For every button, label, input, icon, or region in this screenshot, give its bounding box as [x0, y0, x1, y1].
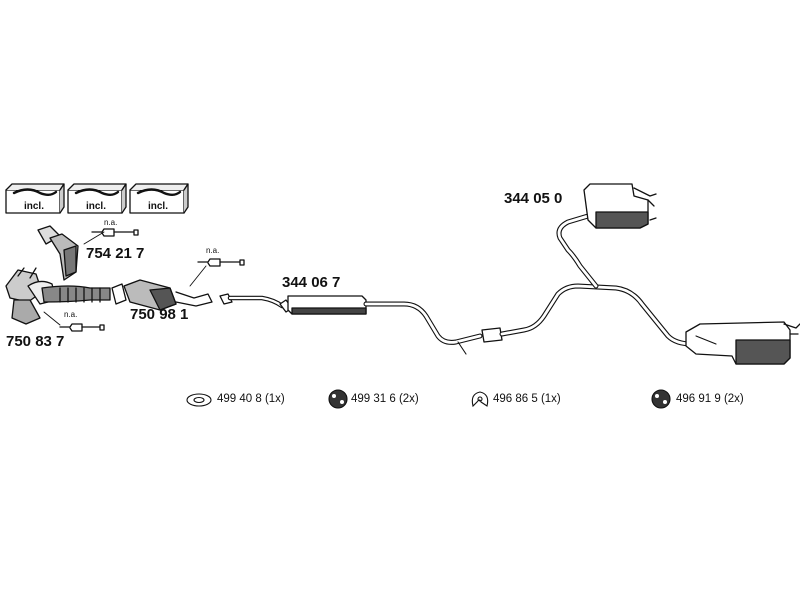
kit-label-2: incl. — [85, 201, 106, 212]
na-note-1: n.a. — [104, 218, 118, 227]
legend-item-4: 496 91 9 (2x) — [676, 393, 744, 405]
kit-label-3: incl. — [147, 201, 168, 212]
front-silencer-pipe — [219, 293, 293, 313]
oxygen-sensor-1 — [83, 228, 139, 245]
branch-pipe — [556, 213, 599, 289]
front-silencer — [287, 295, 367, 315]
kit-box-3 — [129, 183, 189, 214]
legend-code-3: 496 86 5 (1x) — [493, 393, 561, 405]
rubber-mount-icon-2 — [651, 389, 671, 409]
middle-pipe — [363, 283, 719, 355]
kit-box-1 — [5, 183, 65, 214]
catalytic-converter-main — [111, 279, 213, 311]
part-number-750837: 750 83 7 — [6, 333, 65, 350]
legend-code-4: 496 91 9 (2x) — [676, 393, 744, 405]
legend-item-1: 499 40 8 (1x) — [217, 393, 285, 405]
hanger-loop-icon-1 — [471, 391, 489, 408]
front-pipe — [41, 285, 111, 303]
legend-code-1: 499 40 8 (1x) — [217, 393, 285, 405]
kit-box-1: incl. — [6, 184, 62, 214]
kit-box-2 — [67, 183, 127, 214]
catalytic-converter-upper — [37, 225, 79, 281]
part-number-344067: 344 06 7 — [282, 274, 341, 291]
lower-rear-silencer — [685, 321, 800, 365]
oxygen-sensor-3 — [43, 311, 105, 332]
gasket-ring-icon-1 — [186, 393, 212, 407]
upper-rear-silencer — [583, 183, 657, 229]
kit-box-2: incl. — [68, 184, 124, 214]
part-number-750981: 750 98 1 — [130, 306, 189, 323]
rubber-mount-icon-1 — [328, 389, 348, 409]
legend-item-2: 499 31 6 (2x) — [351, 393, 419, 405]
legend-code-2: 499 31 6 (2x) — [351, 393, 419, 405]
oxygen-sensor-2 — [189, 258, 245, 287]
na-note-2: n.a. — [206, 246, 220, 255]
kit-label-1: incl. — [23, 201, 44, 212]
part-number-754217: 754 21 7 — [86, 245, 145, 262]
kit-box-3: incl. — [130, 184, 186, 214]
part-number-344050: 344 05 0 — [504, 190, 563, 207]
na-note-3: n.a. — [64, 310, 78, 319]
legend-item-3: 496 86 5 (1x) — [493, 393, 561, 405]
